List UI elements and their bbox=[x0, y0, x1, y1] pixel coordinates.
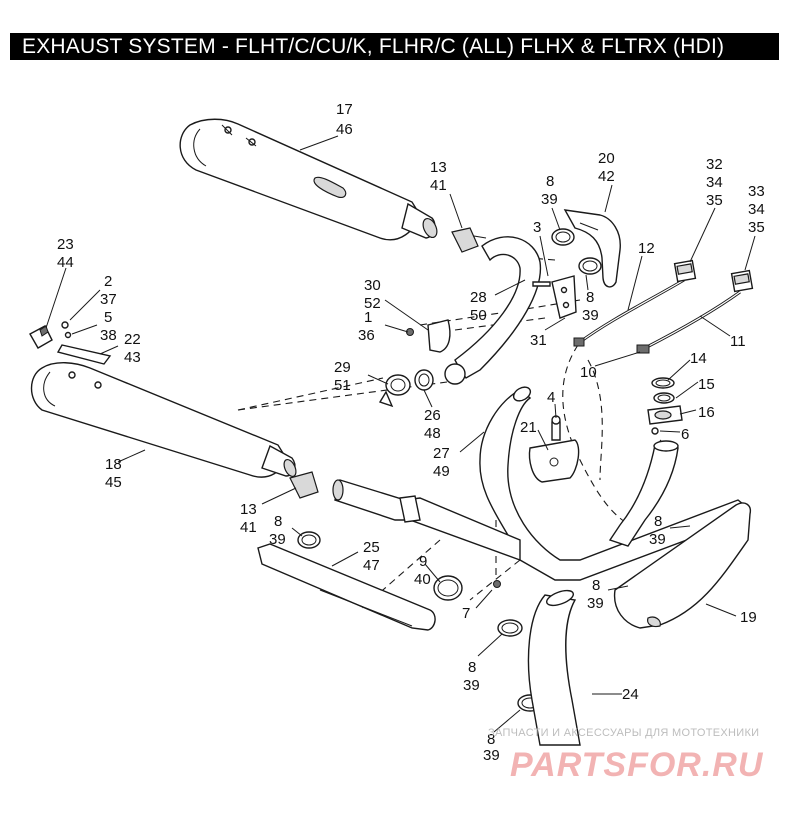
front-exhaust-pipe bbox=[527, 589, 581, 746]
callout-8-mid: 8 bbox=[586, 289, 594, 306]
callout-3: 3 bbox=[533, 219, 541, 236]
callout-31: 31 bbox=[530, 332, 547, 349]
nut bbox=[493, 580, 501, 588]
lower-clamp bbox=[289, 471, 319, 499]
heat-shield-upper bbox=[563, 209, 621, 288]
callout-21: 21 bbox=[520, 419, 537, 436]
callout-8-right1: 8 bbox=[654, 513, 662, 530]
callout-22: 22 bbox=[124, 331, 141, 348]
callout-39-bottom1: 39 bbox=[463, 677, 480, 694]
callout-34-b: 34 bbox=[748, 201, 765, 218]
flange-hardware bbox=[647, 377, 683, 435]
callout-13-top: 13 bbox=[430, 159, 447, 176]
page-title: EXHAUST SYSTEM - FLHT/C/CU/K, FLHR/C (AL… bbox=[22, 35, 725, 58]
watermark-logo: PARTSFOR.RU bbox=[510, 746, 764, 784]
rear-head-pipe bbox=[454, 236, 542, 379]
callout-32: 32 bbox=[706, 156, 723, 173]
callout-14: 14 bbox=[690, 350, 707, 367]
upper-muffler bbox=[179, 118, 438, 241]
callout-26: 26 bbox=[424, 407, 441, 424]
callout-20: 20 bbox=[598, 150, 615, 167]
callout-49: 49 bbox=[433, 463, 450, 480]
callout-8-top: 8 bbox=[546, 173, 554, 190]
callout-50: 50 bbox=[470, 307, 487, 324]
callout-51: 51 bbox=[334, 377, 351, 394]
callout-8-bottom1: 8 bbox=[468, 659, 476, 676]
lower-mount-bracket bbox=[528, 415, 580, 483]
callout-39-mid: 39 bbox=[582, 307, 599, 324]
callout-42: 42 bbox=[598, 168, 615, 185]
callout-35-a: 35 bbox=[706, 192, 723, 209]
o2-sensors bbox=[573, 259, 754, 354]
callout-39-right1: 39 bbox=[649, 531, 666, 548]
callout-47: 47 bbox=[363, 557, 380, 574]
callout-39-bottom2: 39 bbox=[483, 747, 500, 764]
callout-24: 24 bbox=[622, 686, 639, 703]
callout-6: 6 bbox=[681, 426, 689, 443]
mount-bracket bbox=[532, 275, 577, 319]
callout-2: 2 bbox=[104, 273, 112, 290]
callout-5: 5 bbox=[104, 309, 112, 326]
callout-8-left: 8 bbox=[274, 513, 282, 530]
pipe-clamps-mid bbox=[378, 363, 466, 408]
callout-7: 7 bbox=[462, 605, 470, 622]
callout-40: 40 bbox=[414, 571, 431, 588]
callout-23: 23 bbox=[57, 236, 74, 253]
callout-35-b: 35 bbox=[748, 219, 765, 236]
callout-16: 16 bbox=[698, 404, 715, 421]
callout-17: 17 bbox=[336, 101, 353, 118]
callout-10: 10 bbox=[580, 364, 597, 381]
callout-41-top: 41 bbox=[430, 177, 447, 194]
callout-11: 11 bbox=[730, 333, 746, 350]
callout-34-a: 34 bbox=[706, 174, 723, 191]
callout-30: 30 bbox=[364, 277, 381, 294]
callout-37: 37 bbox=[100, 291, 117, 308]
callout-8-right2: 8 bbox=[592, 577, 600, 594]
callout-44: 44 bbox=[57, 254, 74, 271]
watermark: ЗАПЧАСТИ И АКСЕССУАРЫ ДЛЯ МОТОТЕХНИКИ PA… bbox=[488, 727, 764, 784]
right-connector-pipe bbox=[608, 440, 679, 547]
callout-labels: 17 46 13 41 8 39 20 42 32 34 35 33 34 35… bbox=[57, 101, 765, 764]
callout-9: 9 bbox=[419, 553, 427, 570]
callout-25: 25 bbox=[363, 539, 380, 556]
small-hardware-left bbox=[29, 321, 112, 365]
callout-8-bottom2: 8 bbox=[487, 731, 495, 748]
callout-43: 43 bbox=[124, 349, 141, 366]
callout-45: 45 bbox=[105, 474, 122, 491]
callout-38: 38 bbox=[100, 327, 117, 344]
callout-29: 29 bbox=[334, 359, 351, 376]
callout-36: 36 bbox=[358, 327, 375, 344]
callout-19: 19 bbox=[740, 609, 757, 626]
heat-shield-right bbox=[613, 502, 752, 629]
callout-27: 27 bbox=[433, 445, 450, 462]
callout-46: 46 bbox=[336, 121, 353, 138]
callout-18: 18 bbox=[105, 456, 122, 473]
callout-15: 15 bbox=[698, 376, 715, 393]
callout-13-low: 13 bbox=[240, 501, 257, 518]
callout-39-right2: 39 bbox=[587, 595, 604, 612]
callout-39-top: 39 bbox=[541, 191, 558, 208]
lower-muffler bbox=[30, 362, 297, 478]
callout-28: 28 bbox=[470, 289, 487, 306]
callout-33: 33 bbox=[748, 183, 765, 200]
callout-48: 48 bbox=[424, 425, 441, 442]
callout-1: 1 bbox=[364, 309, 372, 326]
head-pipe-bracket bbox=[406, 319, 451, 353]
watermark-tagline: ЗАПЧАСТИ И АКСЕССУАРЫ ДЛЯ МОТОТЕХНИКИ bbox=[488, 727, 759, 739]
collector-pipe bbox=[332, 479, 521, 561]
title-bar: EXHAUST SYSTEM - FLHT/C/CU/K, FLHR/C (AL… bbox=[10, 33, 779, 60]
leader-lines bbox=[45, 135, 756, 733]
heat-shield-lower bbox=[257, 543, 436, 631]
callout-12: 12 bbox=[638, 240, 655, 257]
callout-41-low: 41 bbox=[240, 519, 257, 536]
callout-39-left: 39 bbox=[269, 531, 286, 548]
callout-4: 4 bbox=[547, 389, 555, 406]
callout-52: 52 bbox=[364, 295, 381, 312]
upper-clamp bbox=[451, 227, 487, 253]
